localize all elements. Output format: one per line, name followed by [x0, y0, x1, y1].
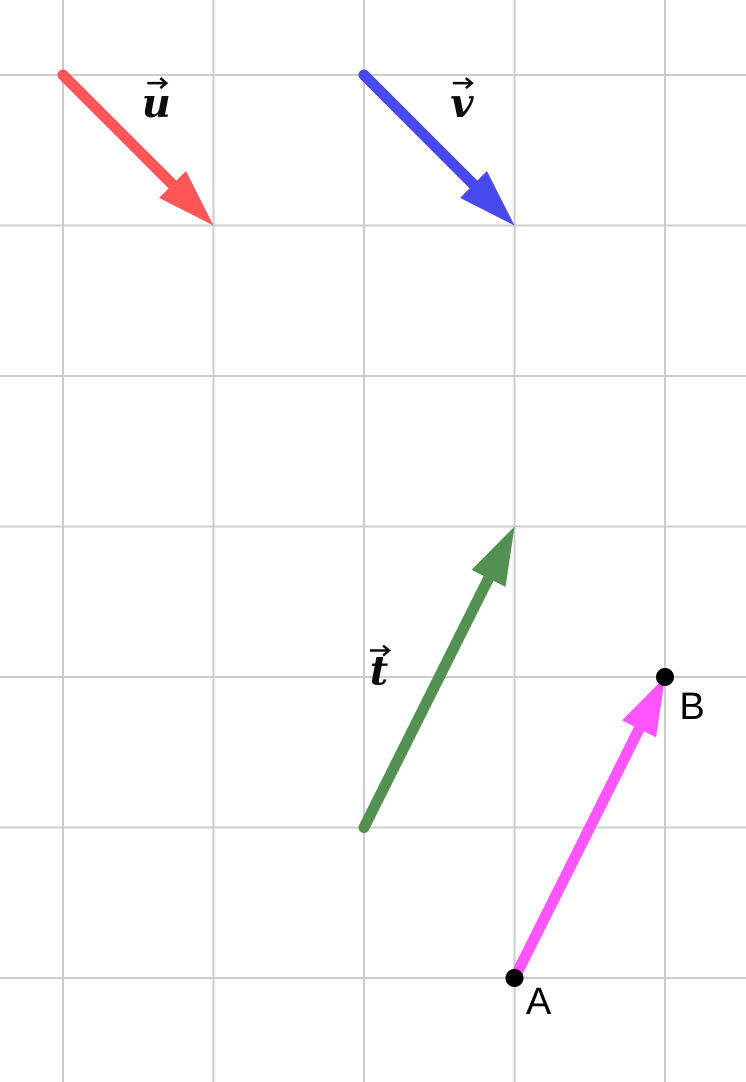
vectors: u v t: [57, 69, 665, 984]
vector-t: t: [358, 526, 515, 833]
point-B-dot: [656, 668, 674, 686]
vector-v-label-text: v: [450, 80, 474, 127]
vector-u-arrowhead: [159, 171, 214, 226]
vector-u-label-arrowhead: [159, 77, 169, 90]
vector-t-shaft: [358, 569, 496, 833]
point-A-dot: [505, 969, 524, 987]
vector-v-label-arrowhead: [465, 77, 474, 90]
vector-AB: [509, 677, 665, 984]
point-A-label: A: [526, 981, 552, 1023]
points: AB: [505, 668, 705, 1023]
vector-v-label: v: [450, 77, 474, 127]
vector-u: u: [57, 69, 214, 226]
vector-AB-arrowhead: [622, 677, 665, 738]
point-A: A: [505, 969, 552, 1023]
vector-t-label-text: t: [370, 648, 389, 695]
vector-u-label: u: [142, 77, 171, 127]
vector-v-shaft: [358, 69, 482, 193]
vector-AB-shaft: [509, 719, 647, 984]
vector-v-arrowhead: [460, 171, 515, 226]
point-B: B: [656, 668, 705, 728]
point-B-label: B: [679, 686, 704, 728]
vector-t-label-arrowhead: [382, 644, 392, 657]
vector-v: v: [358, 69, 515, 226]
vector-t-arrowhead: [471, 526, 515, 587]
vector-u-label-text: u: [142, 80, 171, 127]
vector-t-label: t: [370, 644, 392, 695]
vector-u-shaft: [57, 69, 181, 193]
